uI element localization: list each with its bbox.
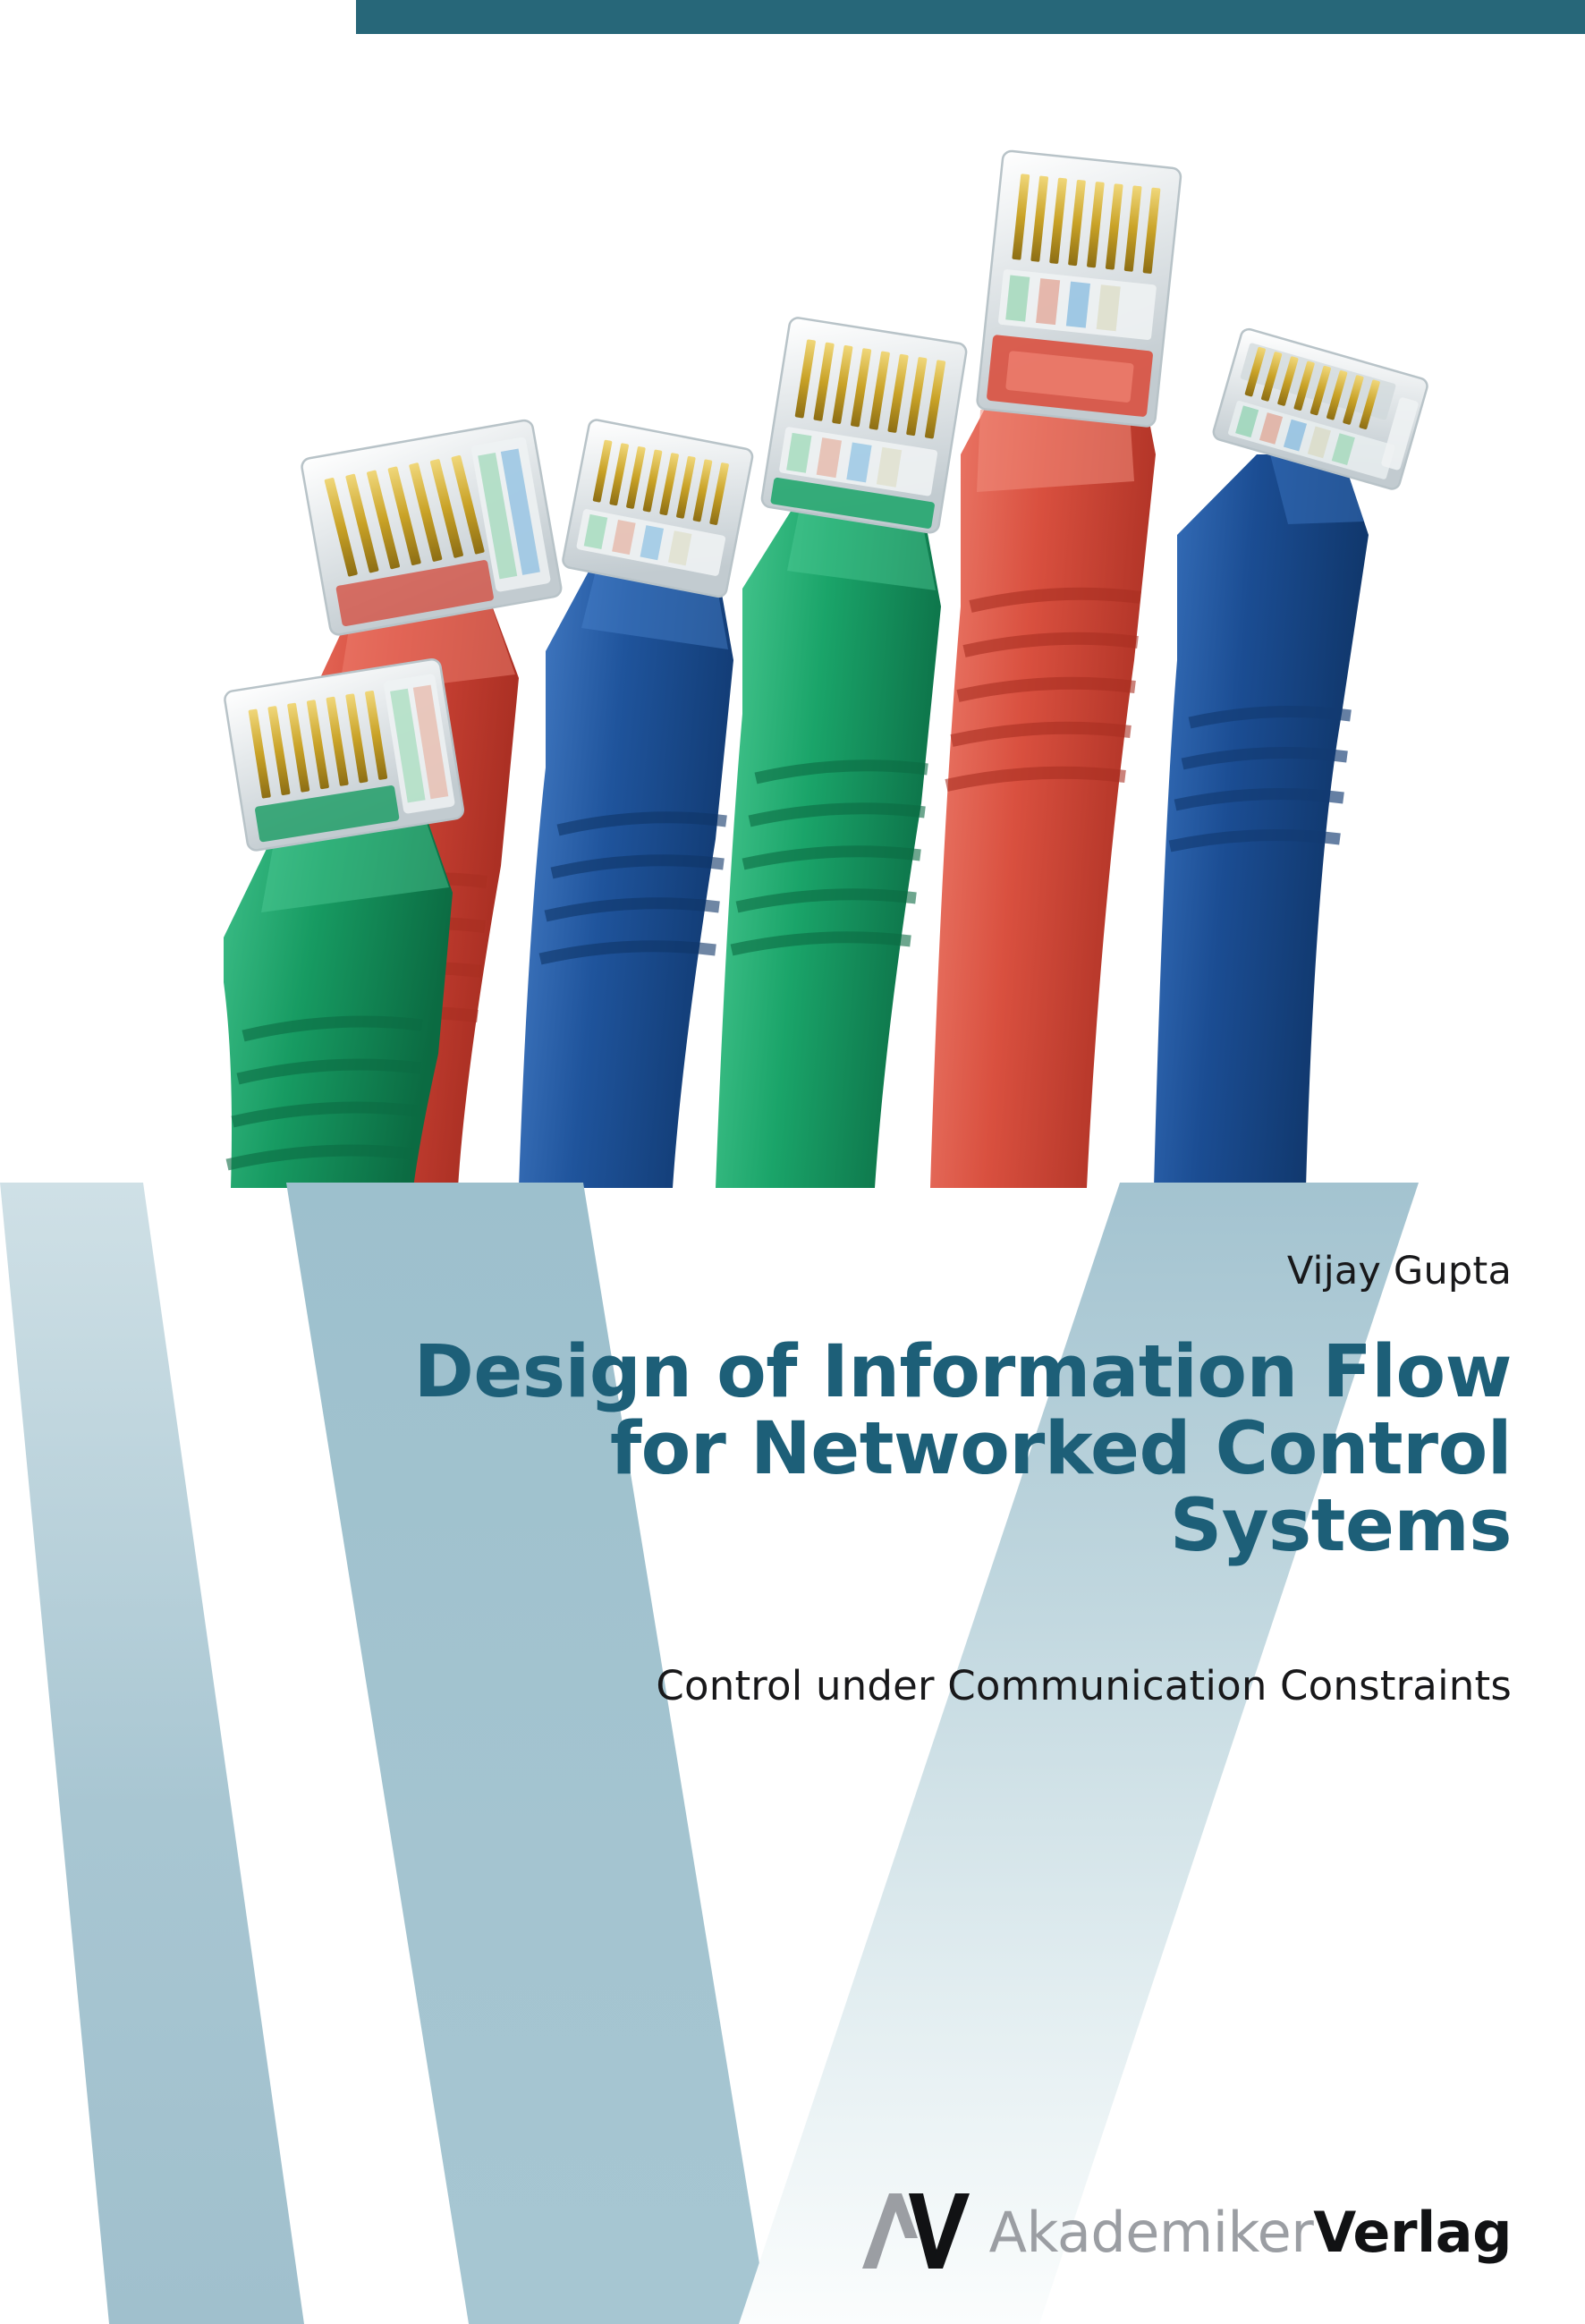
author-name: Vijay Gupta <box>1286 1249 1512 1293</box>
cover-photo-ethernet-cables <box>0 34 1585 1188</box>
decorative-v-bands <box>0 1183 1585 2324</box>
title-line-3: Systems <box>1169 1483 1513 1568</box>
title-line-1: Design of Information Flow <box>413 1330 1513 1414</box>
publisher-logo: AkademikerVerlag <box>861 2193 1513 2272</box>
av-monogram-icon <box>861 2193 970 2272</box>
publisher-wordmark: AkademikerVerlag <box>989 2205 1513 2260</box>
publisher-name-dark: Verlag <box>1313 2200 1512 2265</box>
title-line-2: for Networked Control <box>609 1406 1513 1491</box>
top-accent-bar <box>356 0 1585 34</box>
publisher-name-light: Akademiker <box>988 2200 1314 2265</box>
book-title: Design of Information Flow for Networked… <box>277 1330 1513 1568</box>
book-subtitle: Control under Communication Constraints <box>656 1662 1512 1709</box>
